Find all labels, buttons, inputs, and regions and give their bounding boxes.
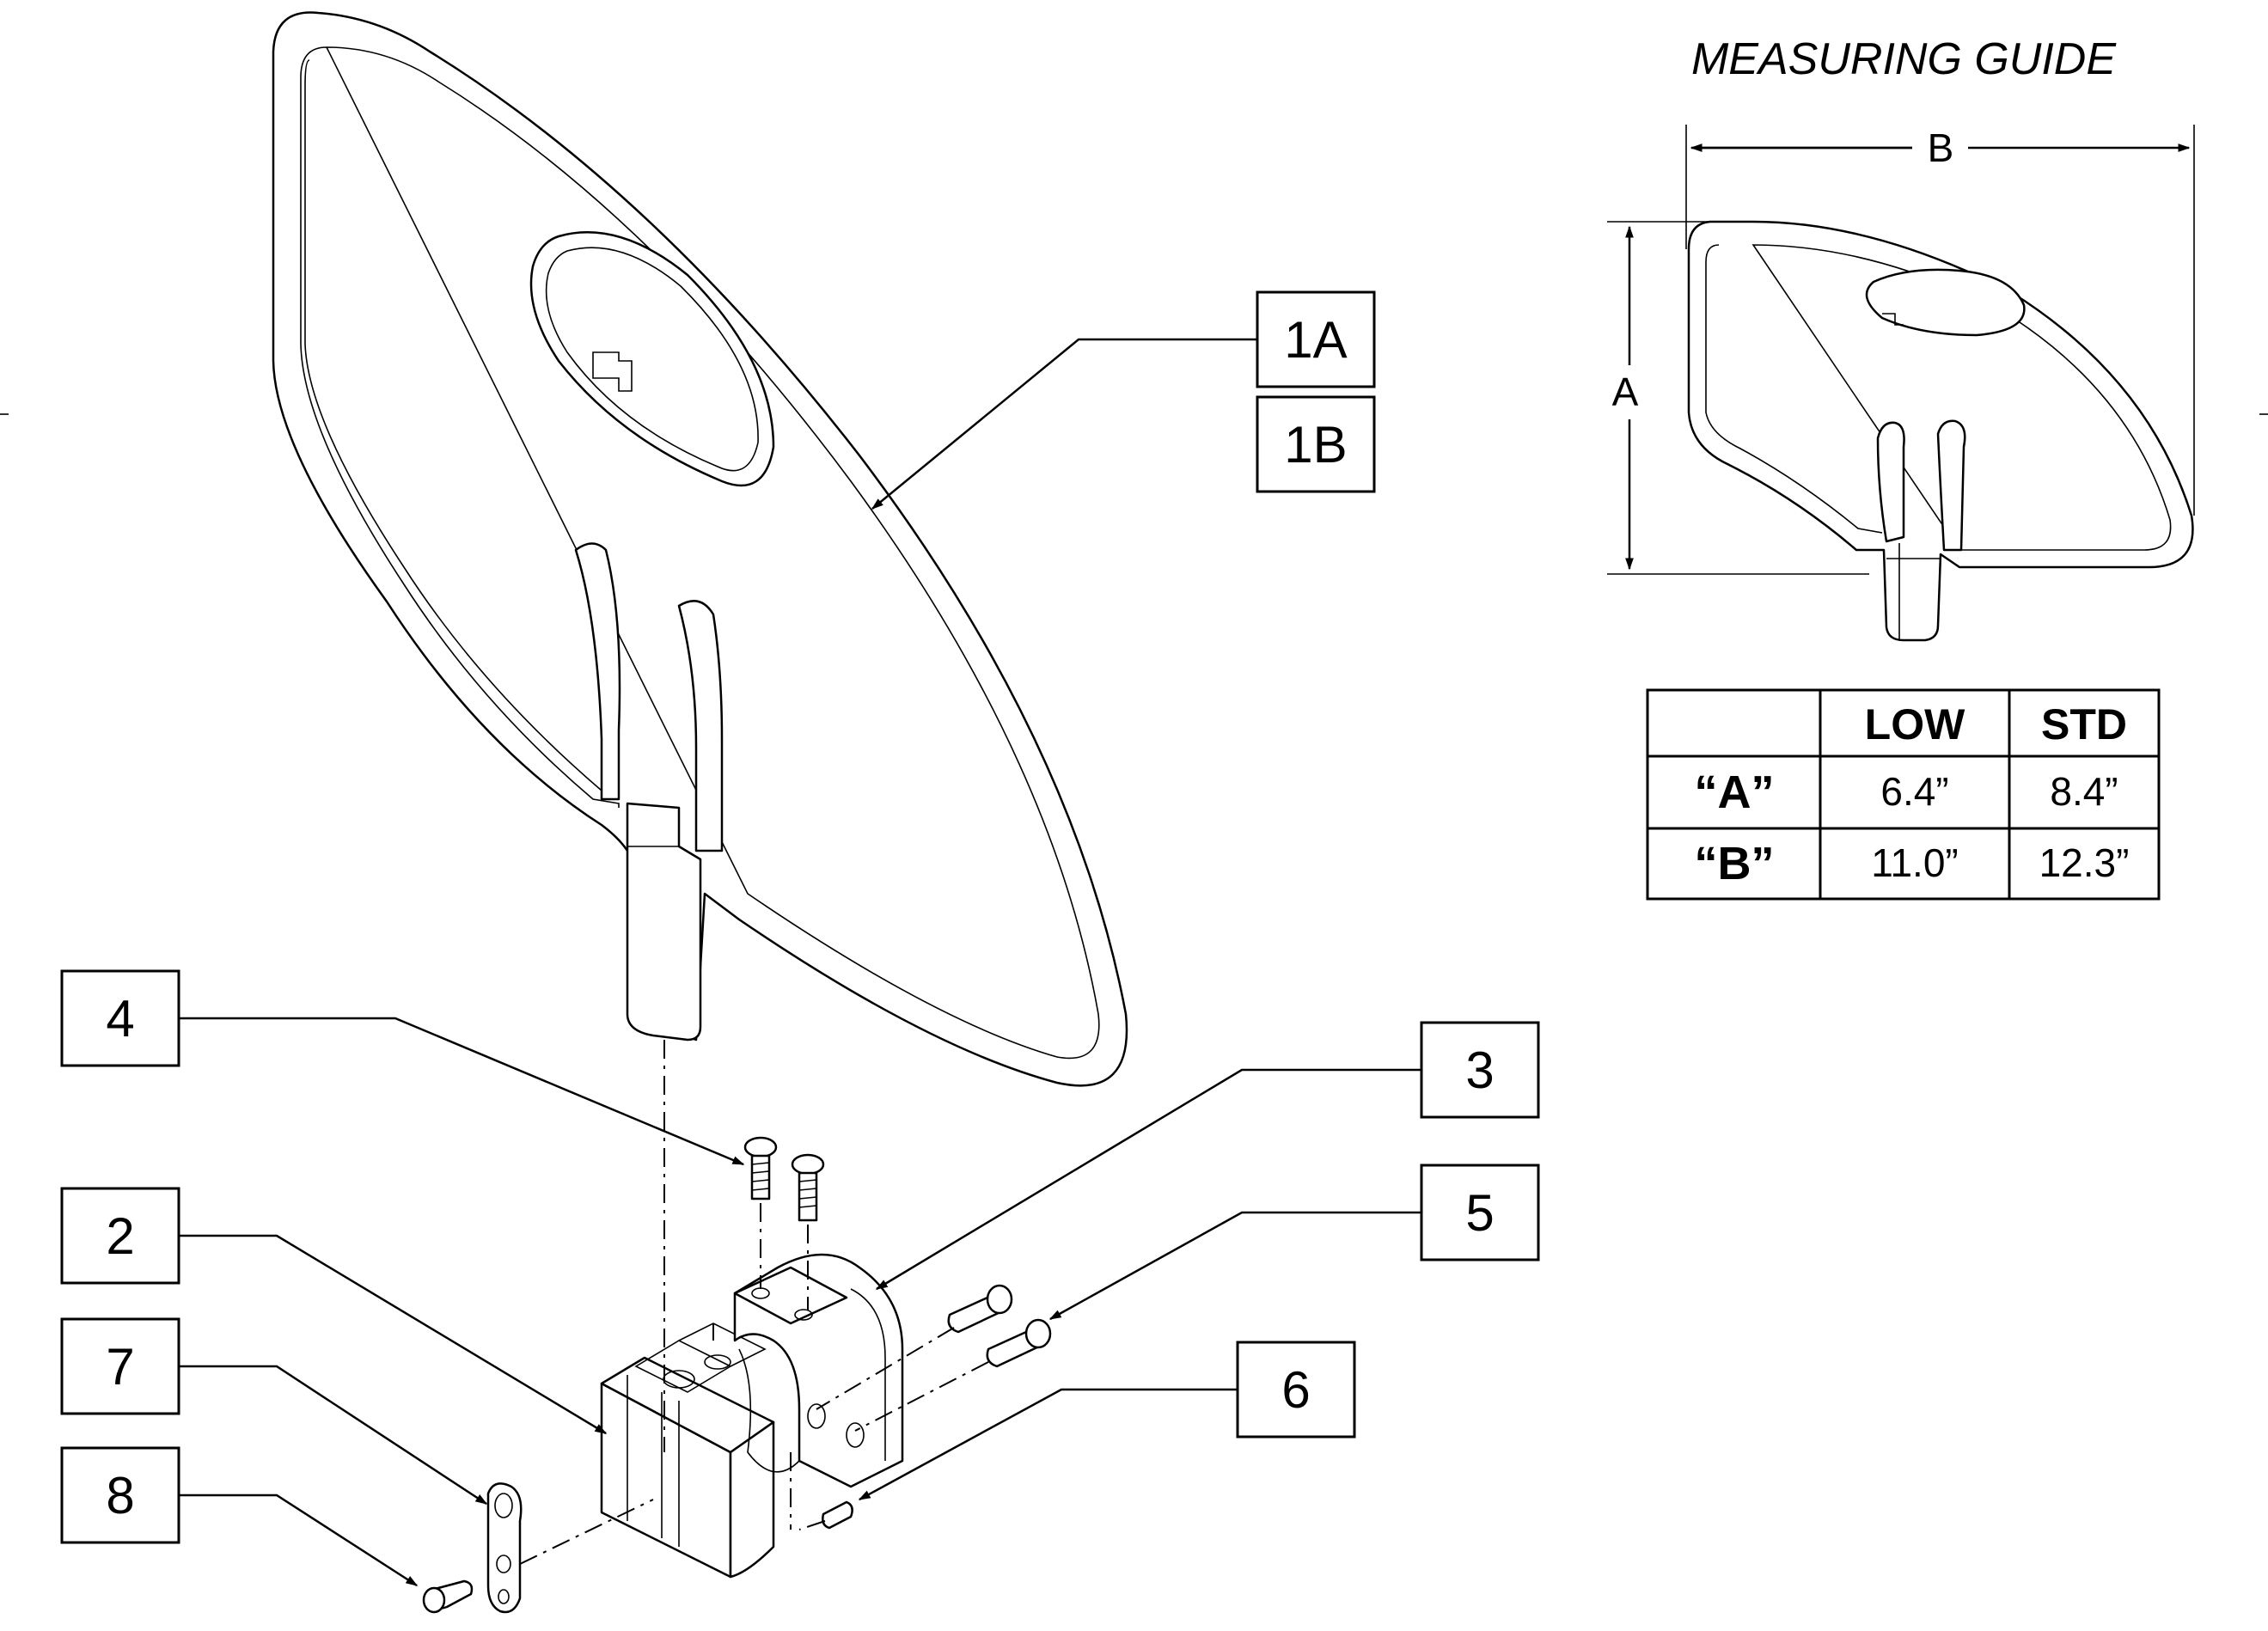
callout-2-label: 2 xyxy=(106,1207,134,1265)
screw-4a xyxy=(743,1136,778,1200)
callout-4-label: 4 xyxy=(106,990,134,1048)
cap-screw-5a xyxy=(947,1284,1013,1334)
leader-3 xyxy=(875,1068,1421,1291)
set-screw-6 xyxy=(822,1500,853,1530)
dimension-b: B xyxy=(1685,125,2195,516)
callout-4: 4 xyxy=(60,969,180,1067)
leader-1 xyxy=(871,338,1257,510)
callout-1a-label: 1A xyxy=(1284,311,1347,369)
callout-3-label: 3 xyxy=(1465,1042,1494,1099)
guide-pad xyxy=(1687,220,2194,642)
callout-7: 7 xyxy=(60,1317,180,1415)
table-row-b-low: 11.0” xyxy=(1871,840,1958,885)
dimension-b-label: B xyxy=(1928,125,1954,170)
table-row-a-std: 8.4” xyxy=(2050,769,2118,814)
callout-1a: 1A xyxy=(1256,290,1376,388)
screw-4b xyxy=(791,1153,825,1222)
table-row-b-label: “B” xyxy=(1695,838,1775,889)
table-row-a-label: “A” xyxy=(1695,767,1775,818)
clamp-block xyxy=(600,1323,775,1579)
dimension-a-label: A xyxy=(1612,370,1639,414)
leader-8 xyxy=(179,1494,419,1587)
table-header-std: STD xyxy=(2041,700,2127,748)
callout-8: 8 xyxy=(60,1446,180,1544)
assembly-lines xyxy=(519,1040,989,1565)
leader-6 xyxy=(858,1388,1238,1501)
measuring-guide-title: MEASURING GUIDE xyxy=(1691,34,2117,84)
leader-4 xyxy=(179,1017,745,1166)
leader-5 xyxy=(1048,1211,1421,1321)
cap-screw-5b xyxy=(986,1318,1052,1368)
size-table: LOW STD “A” 6.4” 8.4” “B” 11.0” 12.3” xyxy=(1646,688,2161,901)
leader-2 xyxy=(179,1234,608,1435)
callout-1b: 1B xyxy=(1256,395,1376,493)
lock-plate-7 xyxy=(486,1482,523,1614)
callout-7-label: 7 xyxy=(106,1338,134,1396)
callout-3: 3 xyxy=(1420,1021,1540,1119)
table-row-a-low: 6.4” xyxy=(1880,769,1948,814)
flat-screw-8 xyxy=(422,1579,474,1614)
table-row-b-std: 12.3” xyxy=(2039,840,2130,885)
callout-2: 2 xyxy=(60,1187,180,1285)
table-header-low: LOW xyxy=(1865,700,1965,748)
callout-5-label: 5 xyxy=(1465,1184,1494,1242)
callout-5: 5 xyxy=(1420,1164,1540,1261)
leader-7 xyxy=(179,1365,488,1506)
callout-6: 6 xyxy=(1236,1341,1356,1439)
callout-6-label: 6 xyxy=(1281,1361,1310,1419)
callout-1b-label: 1B xyxy=(1284,416,1347,473)
armrest-pad xyxy=(272,11,1128,1087)
dimension-a: A xyxy=(1607,221,1869,575)
callout-8-label: 8 xyxy=(106,1467,134,1524)
